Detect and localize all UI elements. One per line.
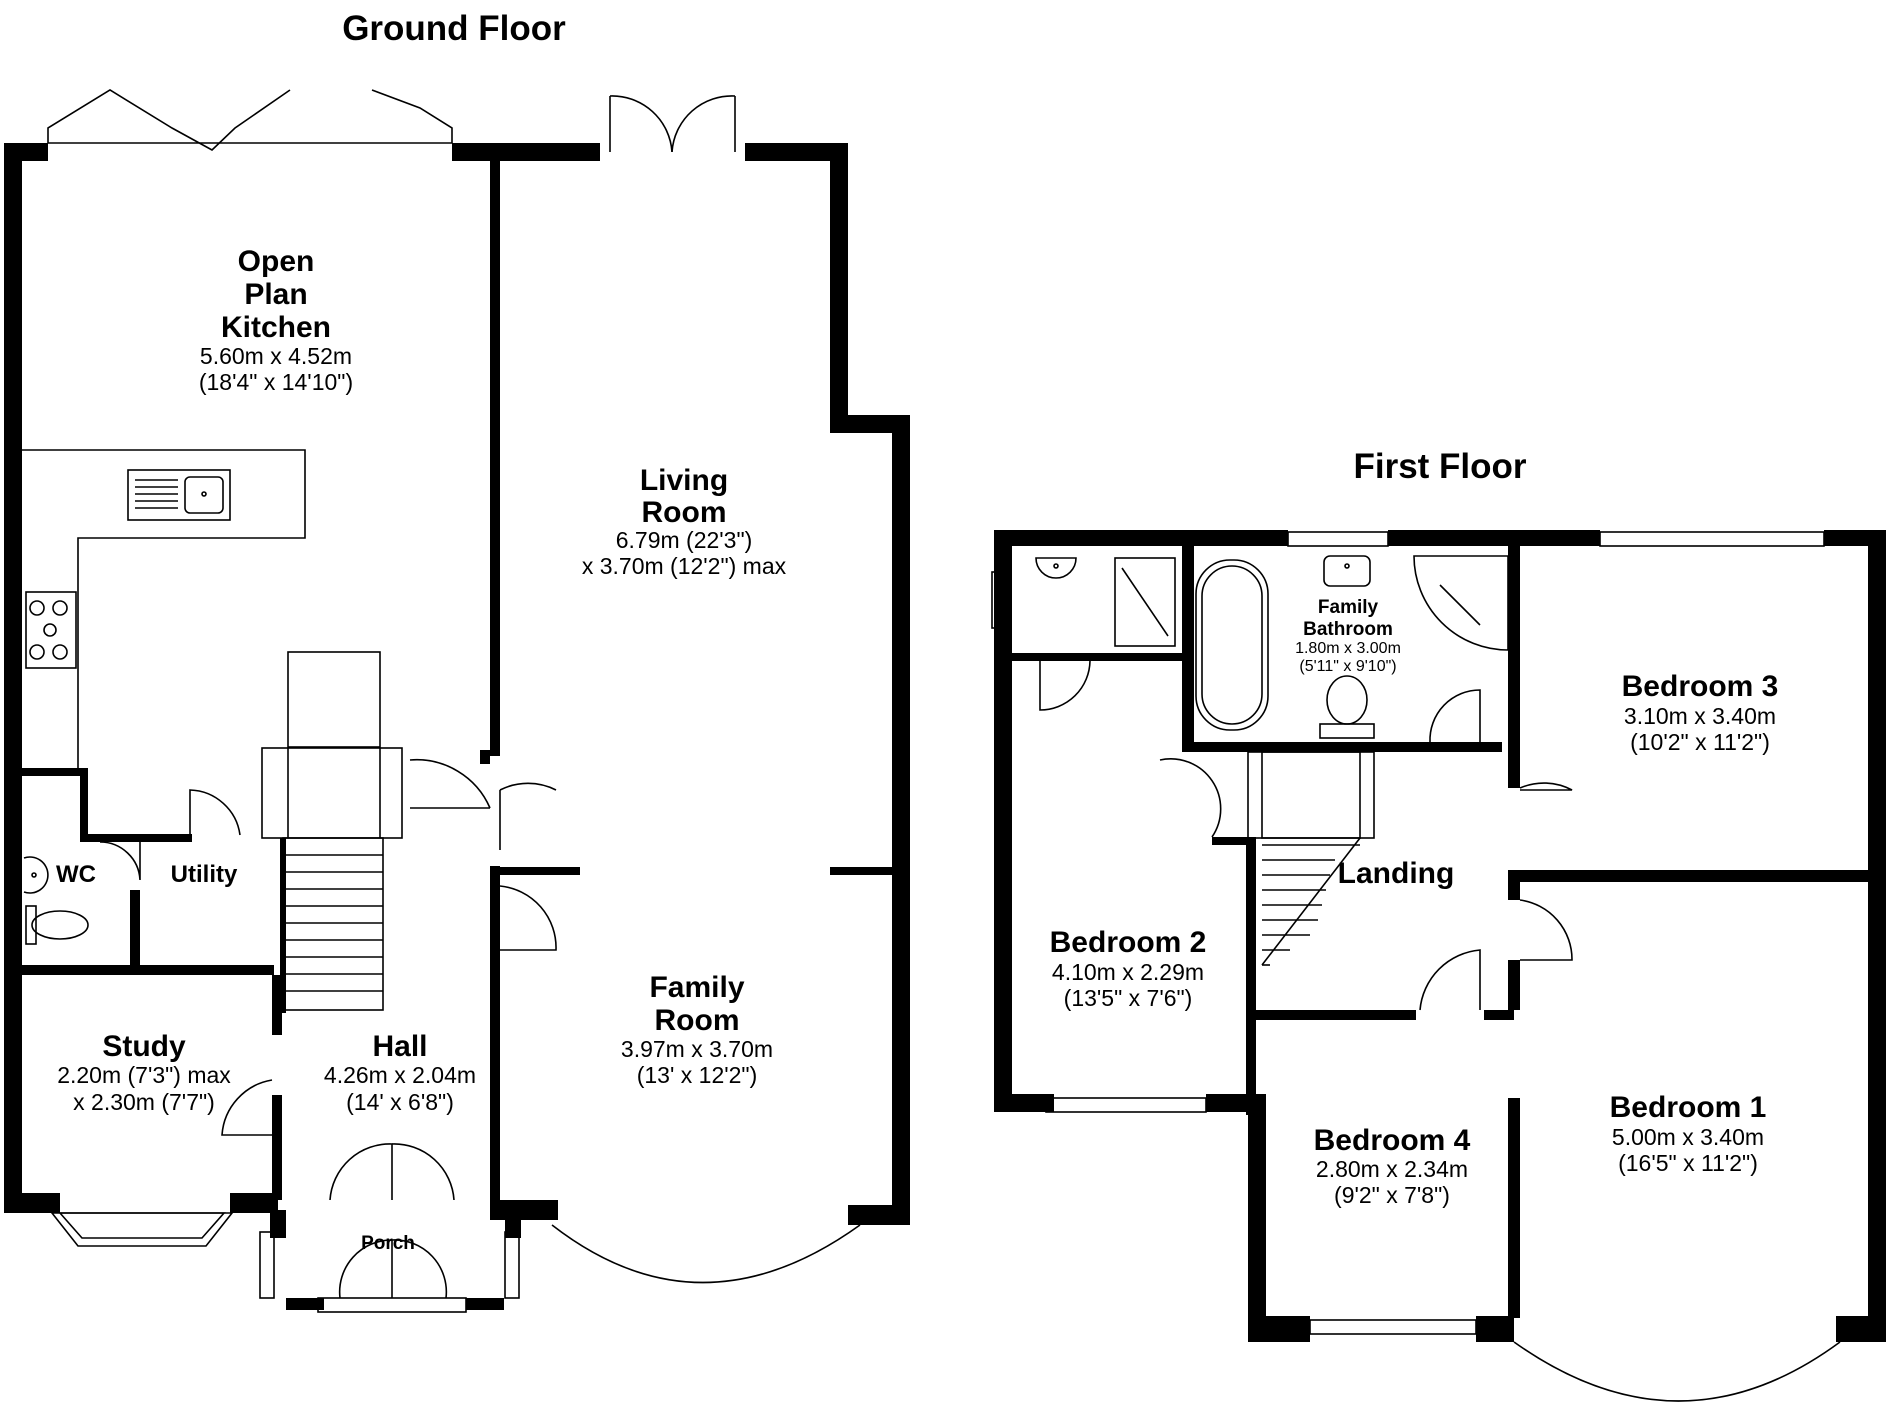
svg-text:6.79m (22'3"): 6.79m (22'3") bbox=[616, 527, 753, 553]
svg-text:5.00m x 3.40m: 5.00m x 3.40m bbox=[1612, 1124, 1764, 1150]
ground-floor: Ground Floor bbox=[4, 9, 910, 1313]
first-internal-walls bbox=[1012, 546, 1868, 1318]
kitchen-bifold-doors bbox=[47, 89, 453, 151]
ground-doors bbox=[99, 750, 557, 1136]
ground-outer-walls bbox=[4, 143, 910, 1310]
living-french-doors bbox=[609, 95, 736, 153]
first-windows bbox=[991, 531, 1825, 1335]
basin-icon bbox=[1323, 555, 1371, 587]
svg-text:Bedroom 4: Bedroom 4 bbox=[1314, 1124, 1471, 1157]
svg-text:(16'5" x 11'2"): (16'5" x 11'2") bbox=[1618, 1150, 1758, 1176]
svg-text:Living: Living bbox=[640, 464, 728, 497]
ground-internal-walls bbox=[22, 161, 892, 1210]
room-label-hall: Hall 4.26m x 2.04m (14' x 6'8") bbox=[324, 1030, 476, 1115]
svg-text:x 2.30m (7'7"): x 2.30m (7'7") bbox=[73, 1089, 215, 1115]
bathroom-fittings bbox=[1035, 555, 1509, 739]
room-label-living: Living Room 6.79m (22'3") x 3.70m (12'2"… bbox=[582, 464, 787, 579]
svg-text:(10'2" x 11'2"): (10'2" x 11'2") bbox=[1630, 729, 1770, 755]
svg-text:Kitchen: Kitchen bbox=[221, 311, 331, 344]
svg-text:3.97m x 3.70m: 3.97m x 3.70m bbox=[621, 1036, 773, 1062]
toilet-icon bbox=[25, 905, 89, 945]
svg-text:Family: Family bbox=[649, 971, 744, 1004]
ensuite-shower-icon bbox=[1114, 557, 1176, 647]
first-stairs bbox=[1247, 751, 1375, 966]
svg-text:x 3.70m (12'2") max: x 3.70m (12'2") max bbox=[582, 553, 787, 579]
svg-text:Room: Room bbox=[655, 1004, 740, 1037]
room-label-bedroom2: Bedroom 2 4.10m x 2.29m (13'5" x 7'6") bbox=[1050, 926, 1207, 1011]
toilet-icon bbox=[1319, 675, 1375, 739]
room-label-wc: WC bbox=[56, 861, 96, 888]
room-label-kitchen: Open Plan Kitchen 5.60m x 4.52m (18'4" x… bbox=[199, 245, 353, 395]
svg-text:3.10m x 3.40m: 3.10m x 3.40m bbox=[1624, 703, 1776, 729]
svg-text:Room: Room bbox=[642, 496, 727, 529]
svg-text:(18'4" x 14'10"): (18'4" x 14'10") bbox=[199, 369, 353, 395]
svg-text:(9'2" x 7'8"): (9'2" x 7'8") bbox=[1334, 1182, 1450, 1208]
wc-fittings bbox=[23, 856, 89, 945]
room-label-bedroom4: Bedroom 4 2.80m x 2.34m (9'2" x 7'8") bbox=[1314, 1124, 1471, 1208]
svg-text:Bedroom 2: Bedroom 2 bbox=[1050, 926, 1207, 959]
room-label-utility: Utility bbox=[171, 861, 238, 888]
room-label-porch: Porch bbox=[361, 1233, 415, 1254]
svg-text:Bedroom 1: Bedroom 1 bbox=[1610, 1091, 1767, 1124]
study-bay-window bbox=[50, 1212, 234, 1247]
first-outer-walls bbox=[994, 530, 1886, 1342]
first-floor: First Floor bbox=[991, 447, 1886, 1402]
svg-text:2.20m (7'3") max: 2.20m (7'3") max bbox=[57, 1062, 231, 1088]
svg-text:Bedroom 3: Bedroom 3 bbox=[1622, 670, 1779, 703]
svg-text:4.26m x 2.04m: 4.26m x 2.04m bbox=[324, 1062, 476, 1088]
svg-text:Open: Open bbox=[238, 245, 315, 278]
hob-icon bbox=[25, 591, 77, 669]
room-label-bedroom1: Bedroom 1 5.00m x 3.40m (16'5" x 11'2") bbox=[1610, 1091, 1767, 1176]
family-room-bay bbox=[551, 1224, 861, 1284]
svg-text:(14' x 6'8"): (14' x 6'8") bbox=[346, 1089, 454, 1115]
svg-text:Study: Study bbox=[102, 1030, 186, 1063]
kitchen-worktop bbox=[22, 449, 306, 768]
svg-text:5.60m x 4.52m: 5.60m x 4.52m bbox=[200, 343, 352, 369]
ground-stairs bbox=[261, 651, 403, 1013]
ensuite-basin-icon bbox=[1035, 557, 1077, 579]
svg-text:Plan: Plan bbox=[244, 278, 307, 311]
svg-text:(13'5" x 7'6"): (13'5" x 7'6") bbox=[1064, 985, 1193, 1011]
porch-doors bbox=[259, 1143, 520, 1313]
basin-icon bbox=[23, 856, 49, 894]
room-label-family: Family Room 3.97m x 3.70m (13' x 12'2") bbox=[621, 971, 773, 1088]
svg-text:1.80m x 3.00m: 1.80m x 3.00m bbox=[1295, 640, 1401, 657]
svg-text:(5'11" x 9'10"): (5'11" x 9'10") bbox=[1299, 658, 1396, 675]
first-floor-title: First Floor bbox=[1353, 447, 1526, 486]
svg-text:4.10m x 2.29m: 4.10m x 2.29m bbox=[1052, 959, 1204, 985]
first-doors bbox=[1039, 660, 1573, 1011]
svg-text:Bathroom: Bathroom bbox=[1303, 619, 1393, 640]
sink-icon bbox=[184, 476, 224, 514]
svg-text:2.80m x 2.34m: 2.80m x 2.34m bbox=[1316, 1156, 1468, 1182]
room-label-bedroom3: Bedroom 3 3.10m x 3.40m (10'2" x 11'2") bbox=[1622, 670, 1779, 755]
room-label-landing: Landing bbox=[1338, 857, 1455, 890]
svg-text:Hall: Hall bbox=[372, 1030, 427, 1063]
bath-icon bbox=[1195, 559, 1269, 731]
bedroom1-bay bbox=[1513, 1341, 1841, 1402]
ground-floor-title: Ground Floor bbox=[342, 9, 566, 48]
room-label-bathroom: Family Bathroom 1.80m x 3.00m (5'11" x 9… bbox=[1295, 597, 1401, 675]
room-label-study: Study 2.20m (7'3") max x 2.30m (7'7") bbox=[57, 1030, 231, 1115]
svg-text:(13' x 12'2"): (13' x 12'2") bbox=[637, 1062, 758, 1088]
shower-icon bbox=[1413, 555, 1509, 651]
svg-text:Family: Family bbox=[1318, 597, 1379, 618]
